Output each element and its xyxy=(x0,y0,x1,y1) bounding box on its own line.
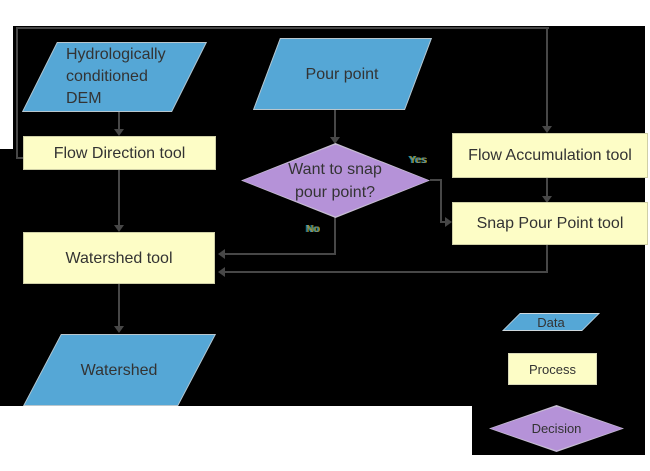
arrowhead-into-watershed-tool-right2 xyxy=(218,267,225,277)
arrowhead-into-watershed xyxy=(114,326,124,333)
arrowhead-into-snap-pour-point-top xyxy=(542,196,552,203)
connector-pourpoint-to-decision xyxy=(334,110,336,138)
connector-flowdir-to-flowacc-seg3 xyxy=(16,27,549,29)
connector-snappour-to-watershedtool-seg2 xyxy=(225,271,548,273)
connector-no-seg2 xyxy=(225,253,336,255)
connector-yes-seg2 xyxy=(440,179,442,223)
arrowhead-into-snap-pour-point-left xyxy=(445,217,452,227)
arrowhead-into-flow-accumulation xyxy=(542,126,552,133)
node-pour-point xyxy=(252,38,432,110)
connector-flowdir-to-flowacc-seg4 xyxy=(546,27,548,127)
node-flow-direction xyxy=(23,136,216,170)
arrowhead-into-watershed-tool-right1 xyxy=(218,249,225,259)
legend-process-shape xyxy=(508,353,597,385)
connector-dem-to-flowdir xyxy=(118,112,120,130)
arrowhead-into-watershed-tool-top xyxy=(114,225,124,232)
canvas-background-left-strip xyxy=(0,149,14,406)
connector-watershedtool-to-watershed xyxy=(118,284,120,327)
arrowhead-into-decision xyxy=(330,137,340,144)
connector-flowdir-to-watershedtool xyxy=(118,170,120,226)
edge-label-no: No xyxy=(306,224,320,235)
connector-yes-seg3 xyxy=(440,221,446,223)
node-flow-accumulation xyxy=(452,133,648,178)
connector-no-seg1 xyxy=(334,217,336,255)
arrowhead-into-flow-direction xyxy=(114,129,124,136)
node-watershed-tool xyxy=(23,232,215,284)
node-snap-pour-point xyxy=(452,202,648,245)
connector-yes-seg1 xyxy=(430,179,442,181)
connector-flowdir-to-flowacc-seg1 xyxy=(16,157,24,159)
edge-label-yes: Yes xyxy=(409,155,427,166)
connector-snappour-to-watershedtool-seg1 xyxy=(546,245,548,273)
connector-flowacc-to-snappour xyxy=(546,178,548,197)
connector-flowdir-to-flowacc-seg2 xyxy=(16,27,18,159)
